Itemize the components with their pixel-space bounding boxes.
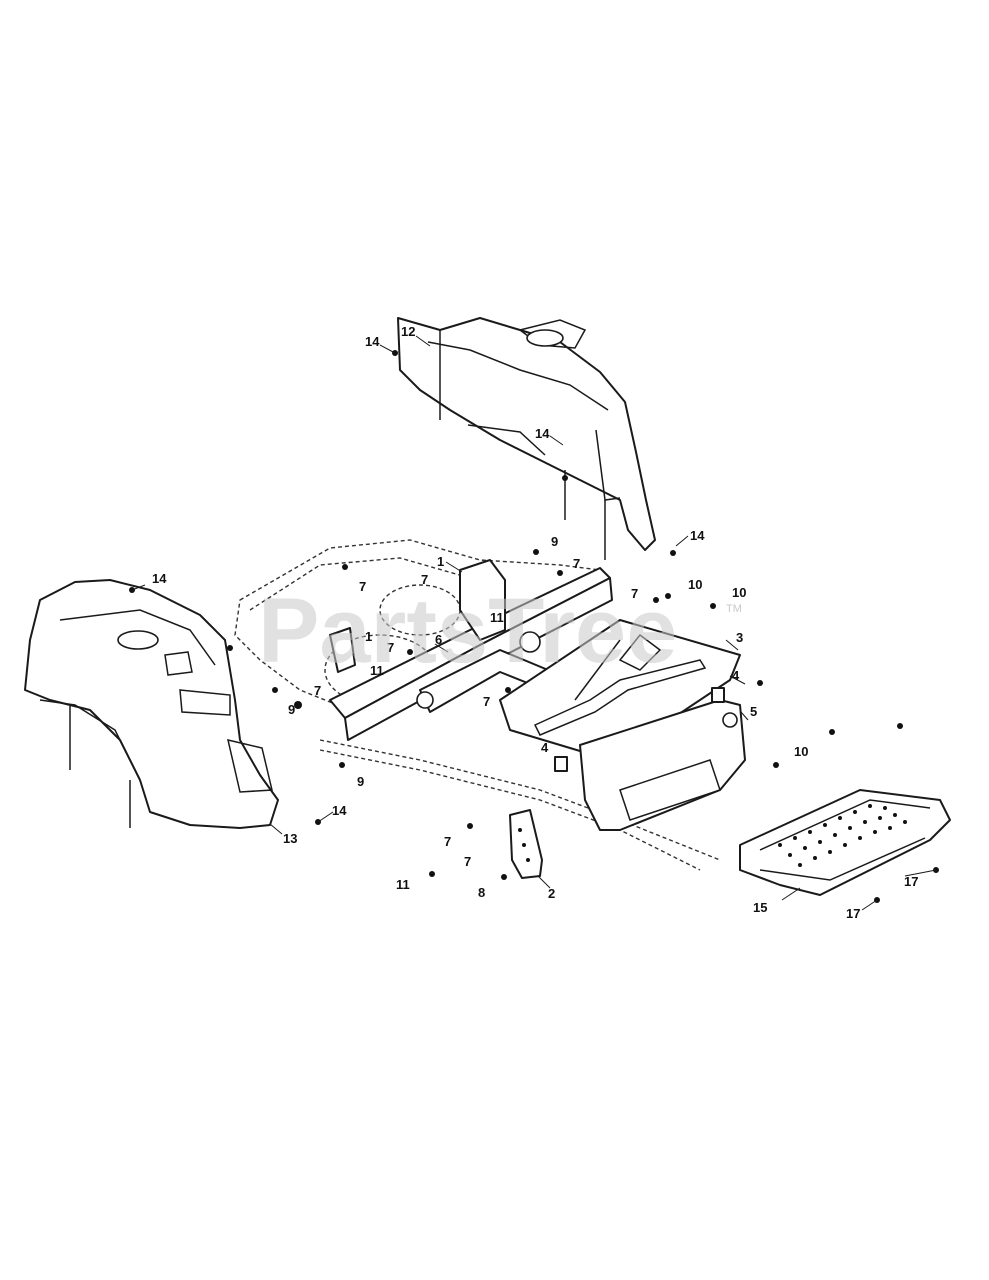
callout-14-fender: 14 (535, 426, 550, 441)
callouts: 12 14 14 14 14 14 13 1 1 2 3 4 4 5 6 7 7… (152, 324, 918, 921)
callout-2: 2 (548, 886, 555, 901)
callout-7-g: 7 (483, 694, 490, 709)
leader-lines (131, 335, 937, 911)
callout-7-c: 7 (573, 556, 580, 571)
callout-14-fender-right: 14 (690, 528, 705, 543)
watermark-tm: TM (726, 603, 742, 615)
callout-7-f: 7 (387, 640, 394, 655)
side-panel-part-5 (579, 699, 746, 831)
callout-10-c: 10 (794, 744, 808, 759)
callout-7-a: 7 (359, 579, 366, 594)
front-hood-part-13 (24, 579, 279, 829)
footrest-plate-part-3 (499, 619, 741, 761)
clamp-part-4 (554, 687, 725, 772)
watermark-text: PartsTree (258, 580, 677, 682)
callout-14-hood: 14 (152, 571, 167, 586)
watermark: PartsTree TM (258, 580, 742, 682)
callout-7-i: 7 (464, 854, 471, 869)
running-board-part-15 (739, 789, 951, 896)
callout-7-e: 7 (314, 683, 321, 698)
callout-8: 8 (478, 885, 485, 900)
callout-10-b: 10 (732, 585, 746, 600)
fasteners (129, 350, 939, 903)
callout-3: 3 (736, 630, 743, 645)
callout-10-a: 10 (688, 577, 702, 592)
callout-7-b: 7 (421, 572, 428, 587)
callout-17-bottom: 17 (846, 906, 860, 921)
callout-7-d: 7 (631, 586, 638, 601)
callout-12: 12 (401, 324, 415, 339)
callout-9-bottom: 9 (357, 774, 364, 789)
callout-7-h: 7 (444, 834, 451, 849)
bracket-part-1 (329, 559, 506, 673)
callout-1-top: 1 (437, 554, 444, 569)
callout-11-c: 11 (396, 877, 410, 892)
callout-9-top: 9 (551, 534, 558, 549)
callout-4-center: 4 (541, 740, 549, 755)
callout-11-a: 11 (490, 610, 504, 625)
step-bracket-part-2 (509, 809, 543, 879)
callout-15: 15 (753, 900, 767, 915)
callout-9-left: 9 (288, 702, 295, 717)
callout-17-right: 17 (904, 874, 918, 889)
callout-4-right: 4 (732, 668, 740, 683)
callout-6: 6 (435, 632, 442, 647)
callout-14-top-left: 14 (365, 334, 380, 349)
callout-14-hood-lower: 14 (332, 803, 347, 818)
callout-13: 13 (283, 831, 297, 846)
tread-pattern (778, 804, 907, 867)
rear-fender-part-12 (397, 317, 656, 560)
callout-5: 5 (750, 704, 757, 719)
callout-11-b: 11 (370, 663, 384, 678)
callout-1-left: 1 (365, 629, 372, 644)
